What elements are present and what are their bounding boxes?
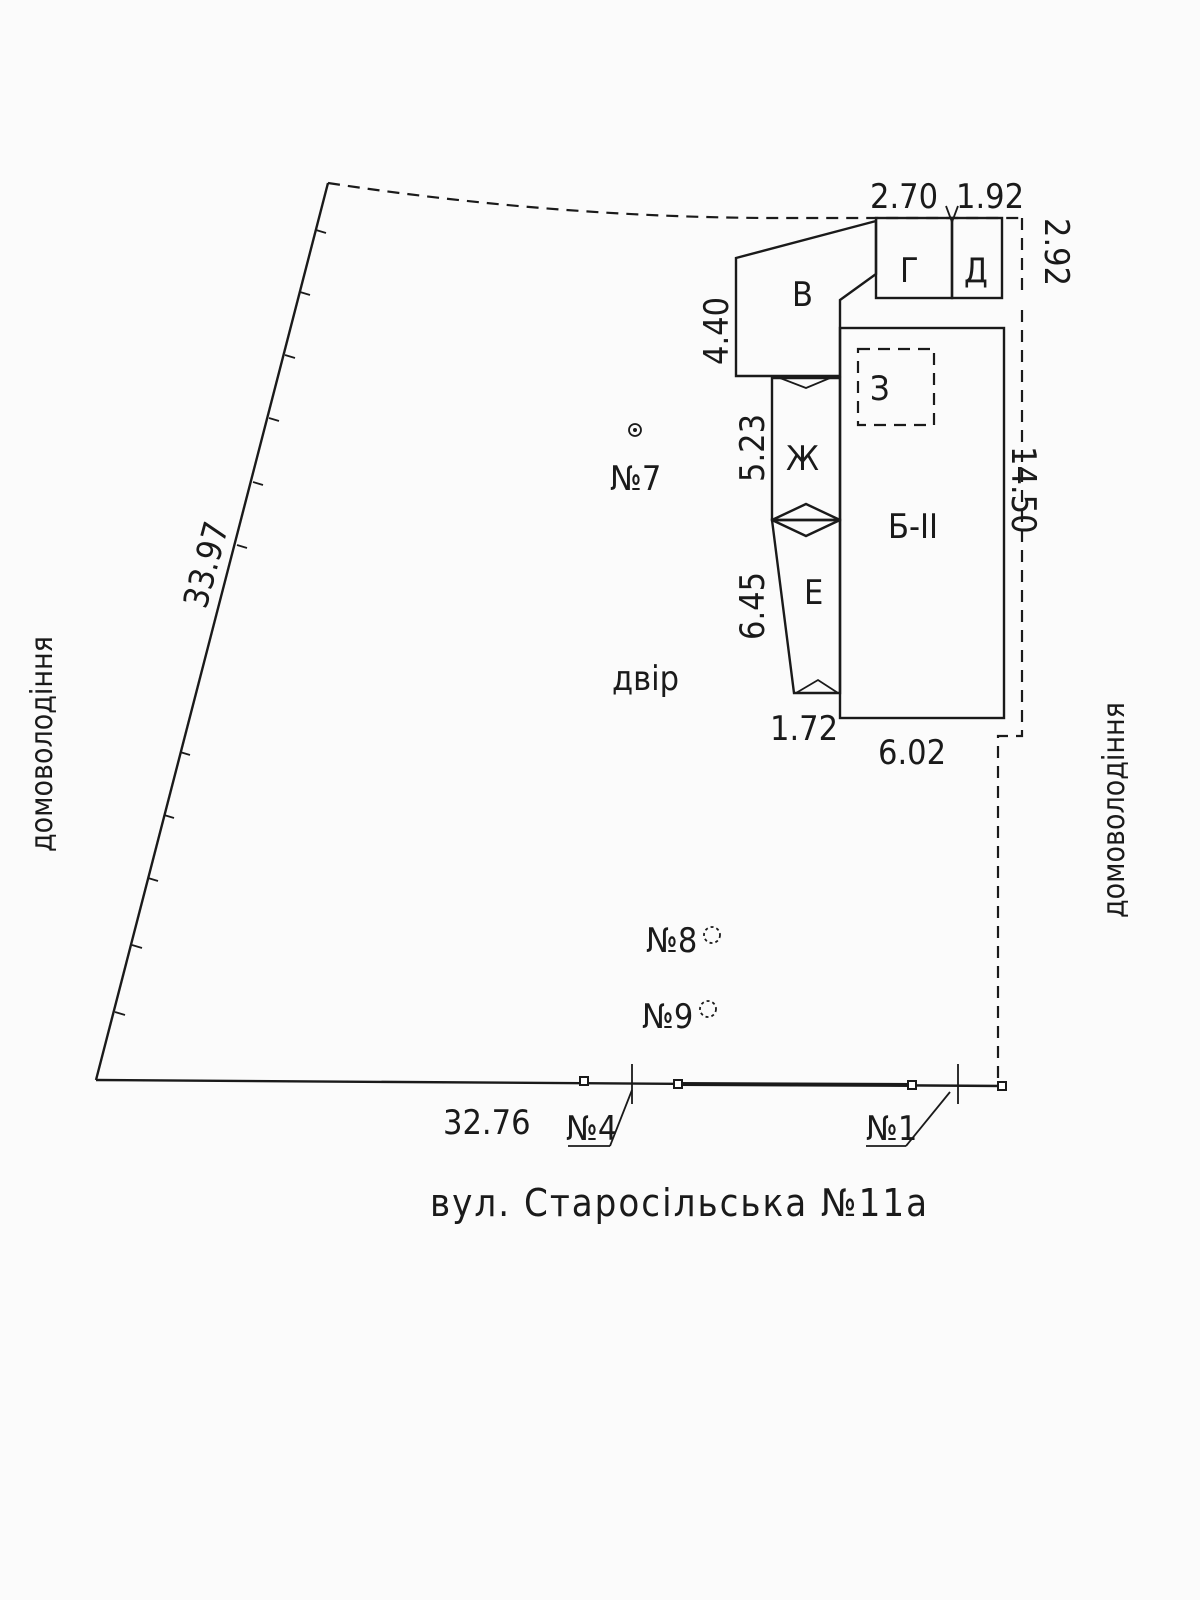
label-street: вул. Старосільська №11а: [430, 1181, 929, 1225]
point-8-marker: [703, 926, 721, 944]
dim-zh-length: 5.23: [733, 414, 773, 482]
dim-south-boundary: 32.76: [443, 1103, 531, 1143]
label-building-e: Е: [804, 573, 823, 613]
dim-v-height: 4.40: [697, 297, 737, 365]
label-building-b: Б-ІІ: [888, 507, 938, 547]
dim-gd-depth: 2.92: [1036, 218, 1076, 286]
south-boundary: [95, 1064, 1007, 1104]
dim-b-length: 14.50: [1003, 446, 1043, 534]
label-building-g: Г: [900, 251, 919, 291]
building-e: [770, 518, 842, 695]
point-9-marker: [699, 1000, 717, 1018]
dim-e-length: 6.45: [733, 572, 773, 640]
point-7-marker: [628, 423, 642, 437]
dim-d-width: 1.92: [956, 177, 1024, 217]
label-point-8: №8: [646, 921, 697, 961]
label-point-4: №4: [566, 1109, 617, 1149]
label-neighbor-east: домоволодіння: [1097, 702, 1132, 918]
label-point-1: №1: [866, 1109, 917, 1149]
label-point-7: №7: [610, 459, 661, 499]
building-d: [950, 216, 1004, 300]
label-building-d: Д: [964, 251, 988, 291]
dim-e-bottom: 1.72: [770, 709, 838, 749]
east-boundary: [996, 218, 1024, 1086]
label-building-z: З: [870, 369, 890, 409]
gate-marker-4: [568, 1089, 633, 1147]
label-point-9: №9: [642, 997, 693, 1037]
building-z: [856, 347, 936, 427]
dim-g-width: 2.70: [870, 177, 938, 217]
label-building-zh: Ж: [786, 439, 819, 479]
label-building-v: В: [792, 275, 813, 315]
dim-b-width: 6.02: [878, 733, 946, 773]
west-boundary: [94, 182, 330, 1081]
point-7-dot: [633, 428, 637, 432]
gd-dimension-tick: [945, 205, 959, 225]
gate-marker-1: [866, 1091, 951, 1147]
label-yard: двір: [612, 659, 679, 699]
north-boundary: [327, 181, 1022, 220]
label-neighbor-west: домоволодіння: [25, 636, 60, 852]
